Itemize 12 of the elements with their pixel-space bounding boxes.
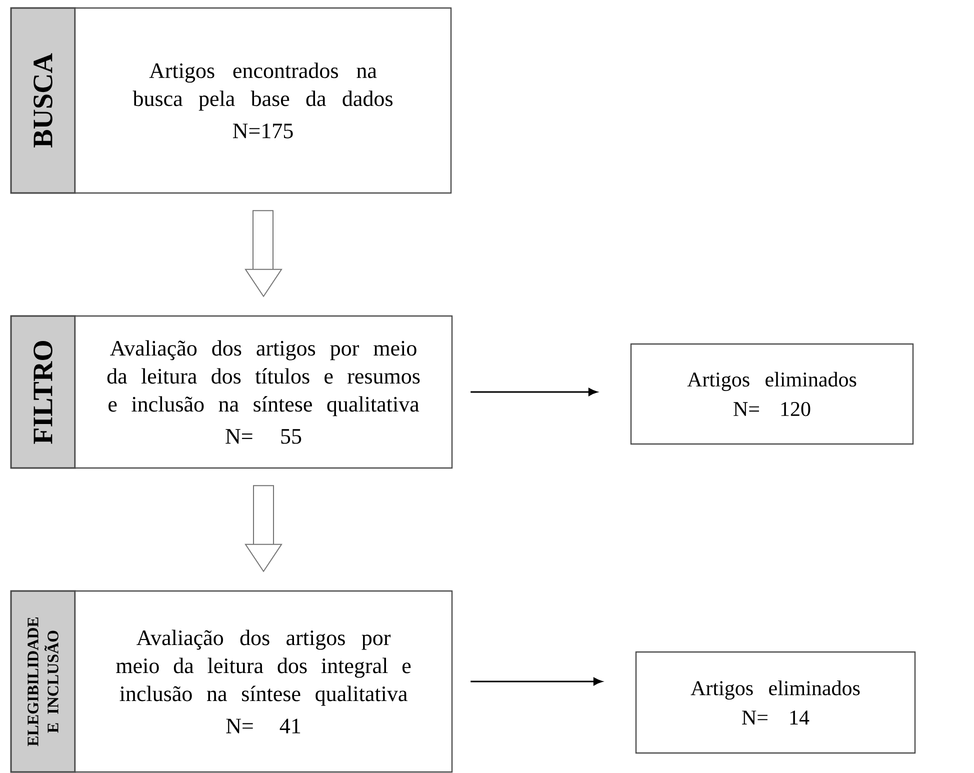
arrow — [470, 678, 602, 686]
excluded-box: Artigos eliminados N= 14 — [635, 651, 916, 754]
process-box: Avaliação dos artigos por meio da leitura dos integral e inclusão na síntese qualitativa N= 41 — [74, 590, 453, 773]
stage-label-tab: ELEGIBILIDADE E INCLUSÃO — [10, 590, 76, 773]
process-box: Avaliação dos artigos por meio da leitura dos títulos e resumos e inclusão na síntese qualitativa N= 55 — [74, 315, 453, 469]
stage-label-tab: BUSCA — [10, 7, 76, 194]
block-arrow — [244, 210, 282, 298]
stage-label-tab: FILTRO — [10, 315, 76, 469]
process-box: Artigos encontrados na busca pela base da dados N=175 — [74, 7, 452, 194]
arrow — [470, 388, 598, 396]
excluded-box: Artigos eliminados N= 120 — [630, 343, 914, 445]
block-arrow — [244, 485, 282, 572]
